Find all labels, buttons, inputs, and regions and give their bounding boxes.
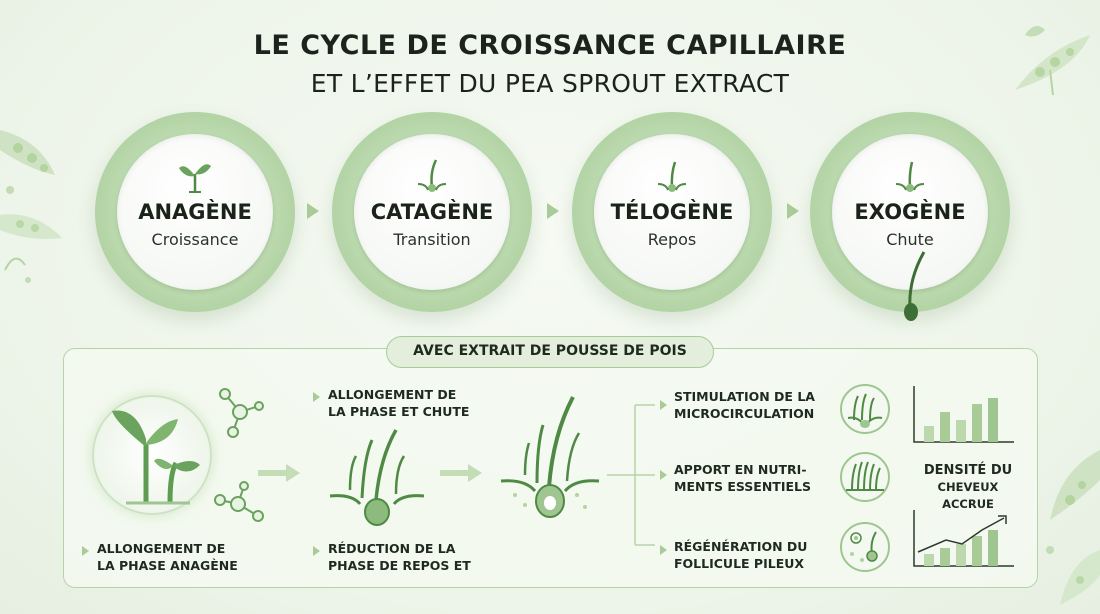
phase-subtitle: Repos [647,230,697,249]
left-label: ALLONGEMENT DE LA PHASE ANAGÈNE [97,541,238,573]
benefit-circulation-label: STIMULATION DE LA MICROCIRCULATION [674,389,815,421]
bullet-arrow-icon [313,546,320,556]
phase-name: CATAGÈNE [370,200,494,224]
page-title: LE CYCLE DE CROISSANCE CAPILLAIRE ET L’E… [0,30,1100,98]
benefit-nutrients-label: APPORT EN NUTRI- MENTS ESSENTIELS [674,462,811,494]
phase-name: ANAGÈNE [138,200,252,224]
pea-pod-decoration-top-right-icon [1015,26,1090,96]
phase-catagene: CATAGÈNE Transition [332,112,532,312]
mid-bottom-label: RÉDUCTION DE LA PHASE DE REPOS ET [328,541,471,573]
title-line-2: ET L’EFFET DU PEA SPROUT EXTRACT [310,69,790,98]
growth-bar-chart-icon [913,510,1014,567]
density-label: DENSITÉ DU CHEVEUX ACCRUE [923,463,1013,511]
molecule-icon [214,481,264,522]
sprout-icon [179,164,211,193]
pea-sprout-icon [112,410,200,505]
arrow-right-icon [547,203,559,219]
phase-anagene: ANAGÈNE Croissance [95,112,295,312]
bullet-arrow-icon [660,545,667,555]
hair-follicle-icon [417,159,447,192]
hair-follicle-icon [895,161,925,192]
bullet-arrow-icon [660,470,667,480]
hair-follicle-growth-icon [329,429,425,526]
hair-follicle-strong-icon [500,396,600,518]
mid-top-label: ALLONGEMENT DE LA PHASE ET CHUTE [328,387,470,419]
arrow-right-icon [307,203,319,219]
density-bar-chart-icon [913,386,1014,443]
bullet-arrow-icon [82,546,89,556]
pea-pod-decoration-left-icon [0,130,62,283]
pea-pod-decoration-bottom-right-icon [1046,450,1100,605]
phase-name: TÉLOGÈNE [610,200,734,224]
title-line-1: LE CYCLE DE CROISSANCE CAPILLAIRE [253,30,847,61]
connector-lines [607,404,655,546]
phase-name: EXOGÈNE [854,200,966,224]
panel-badge: AVEC EXTRAIT DE POUSSE DE POIS [386,336,714,368]
follicle-regeneration-icon [840,522,890,572]
bullet-arrow-icon [660,400,667,410]
molecule-icon [219,388,264,438]
follicle-circulation-icon [840,384,890,434]
phase-exogene: EXOGÈNE Chute [810,112,1010,321]
sprout-circle [92,395,212,515]
phase-subtitle: Croissance [151,230,239,249]
phase-subtitle: Chute [886,230,934,249]
arrow-right-icon [787,203,799,219]
flow-arrow-icon [258,464,300,482]
flow-arrow-icon [440,464,482,482]
phase-telogene: TÉLOGÈNE Repos [572,112,772,312]
hair-follicle-icon [657,161,687,192]
benefit-regeneration-label: RÉGÉNÉRATION DU FOLLICULE PILEUX [674,539,808,571]
bullet-arrow-icon [313,392,320,402]
dense-hair-icon [840,452,890,502]
falling-hair-icon [904,251,926,321]
phase-subtitle: Transition [393,230,471,249]
